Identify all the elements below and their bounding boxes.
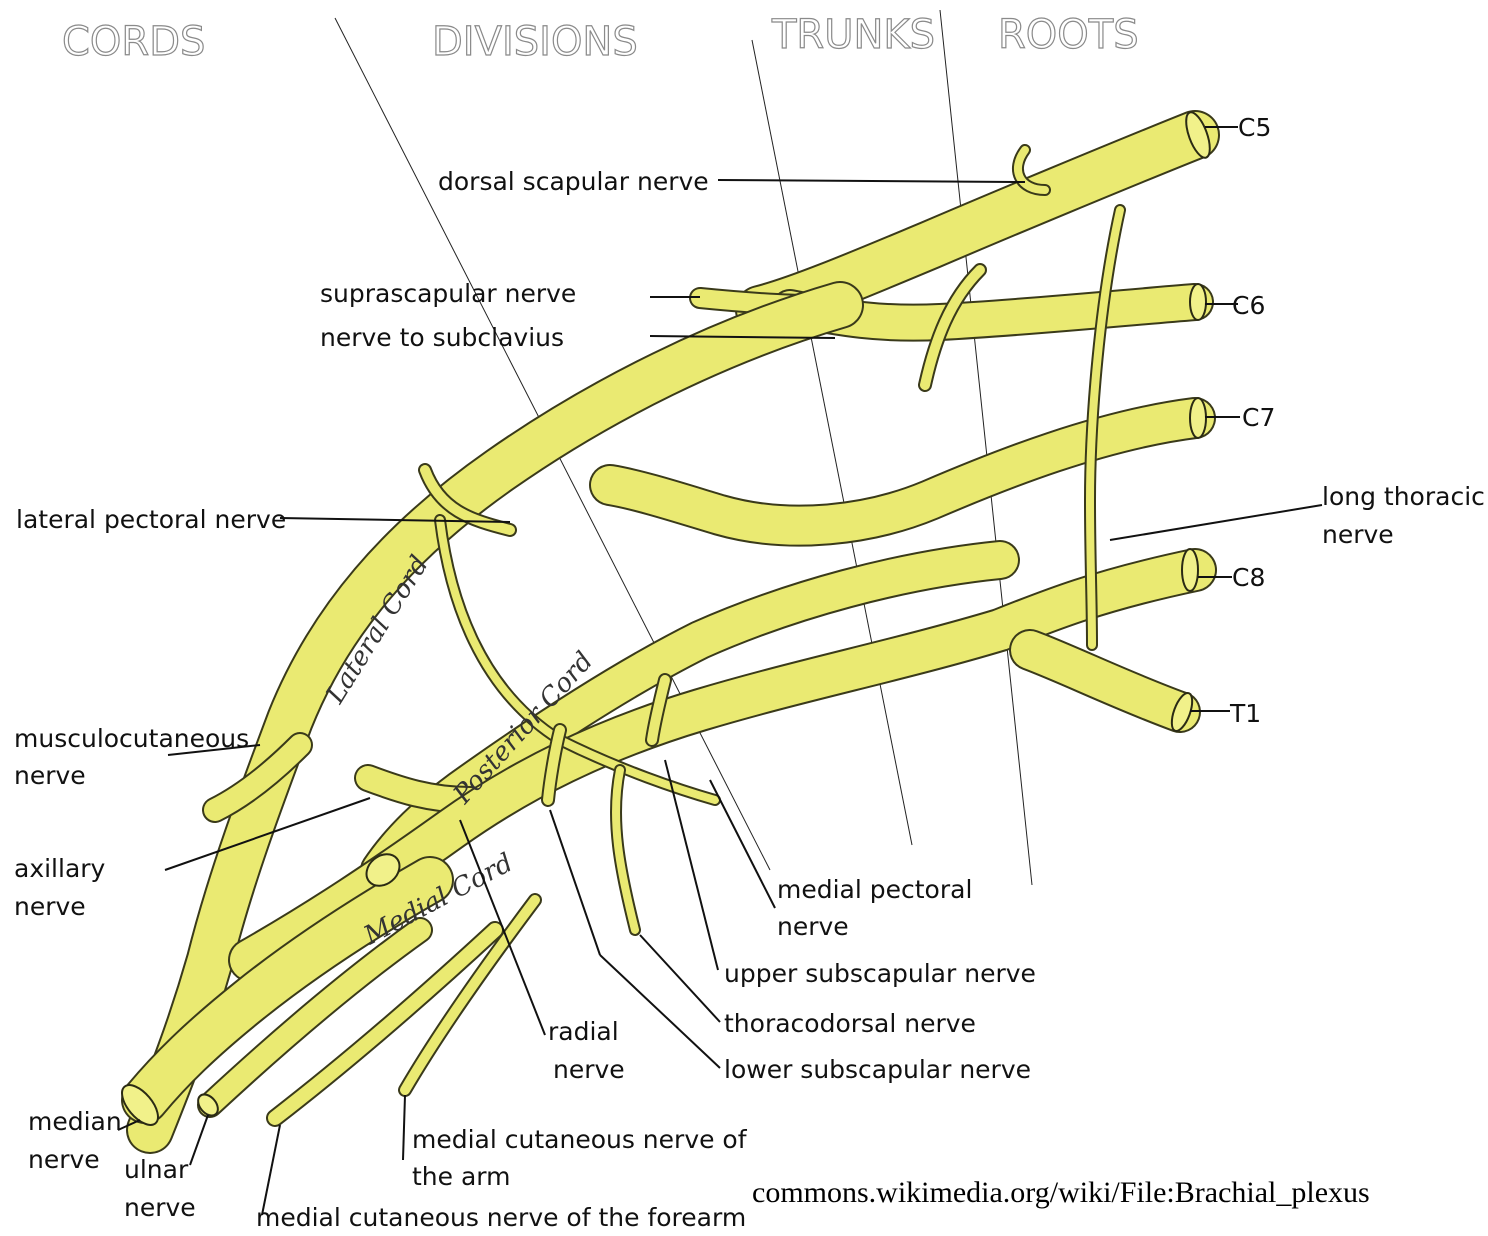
label-musculocutaneous-1: musculocutaneous <box>14 724 249 753</box>
label-radial-2: nerve <box>553 1055 625 1084</box>
leader-lower-subscapular-a <box>550 810 600 955</box>
leader-lower-subscapular-b <box>600 955 720 1068</box>
leader-med-cut-forearm <box>262 1125 280 1215</box>
label-med-cut-forearm: medial cutaneous nerve of the forearm <box>256 1203 746 1232</box>
label-nerve-to-subclavius: nerve to subclavius <box>320 323 564 352</box>
label-long-thoracic-1: long thoracic <box>1322 482 1485 511</box>
c8-cap <box>1182 549 1198 591</box>
leader-long-thoracic <box>1110 505 1322 540</box>
header-divisions: DIVISIONS <box>432 19 638 65</box>
section-dividers <box>335 10 1032 885</box>
label-med-cut-arm-1: medial cutaneous nerve of <box>412 1125 748 1154</box>
label-axillary-2: nerve <box>14 892 86 921</box>
label-ulnar-2: nerve <box>124 1193 196 1222</box>
label-c6: C6 <box>1232 291 1265 320</box>
label-medial-pectoral-1: medial pectoral <box>777 875 972 904</box>
header-cords: CORDS <box>62 19 205 65</box>
leader-ulnar <box>190 1115 208 1165</box>
leader-thoracodorsal <box>640 935 720 1022</box>
leader-med-cut-arm <box>403 1095 405 1160</box>
label-suprascapular: suprascapular nerve <box>320 279 576 308</box>
label-c5: C5 <box>1238 113 1271 142</box>
label-axillary-1: axillary <box>14 854 106 883</box>
label-c7: C7 <box>1242 403 1275 432</box>
label-t1: T1 <box>1229 699 1261 728</box>
label-musculocutaneous-2: nerve <box>14 761 86 790</box>
label-dorsal-scapular: dorsal scapular nerve <box>438 167 709 196</box>
label-upper-subscapular: upper subscapular nerve <box>724 959 1036 988</box>
label-med-cut-arm-2: the arm <box>412 1162 511 1191</box>
label-thoracodorsal: thoracodorsal nerve <box>724 1009 976 1038</box>
label-lateral-pectoral: lateral pectoral nerve <box>16 505 286 534</box>
label-medial-pectoral-2: nerve <box>777 912 849 941</box>
label-c8: C8 <box>1232 563 1265 592</box>
divider-divisions-trunks <box>752 40 912 845</box>
c7-cap <box>1190 398 1206 438</box>
label-median-1: median <box>28 1107 122 1136</box>
label-ulnar-1: ulnar <box>124 1155 189 1184</box>
leader-medial-pectoral <box>710 780 775 908</box>
label-median-2: nerve <box>28 1145 100 1174</box>
leader-dorsal-scapular <box>718 180 1025 182</box>
source-credit: commons.wikimedia.org/wiki/File:Brachial… <box>752 1176 1370 1209</box>
nerve-bodies <box>145 135 1195 1130</box>
header-trunks: TRUNKS <box>771 12 935 58</box>
label-radial-1: radial <box>548 1017 619 1046</box>
c6-cap <box>1190 284 1206 320</box>
header-roots: ROOTS <box>998 12 1139 58</box>
label-lower-subscapular: lower subscapular nerve <box>724 1055 1031 1084</box>
label-long-thoracic-2: nerve <box>1322 520 1394 549</box>
